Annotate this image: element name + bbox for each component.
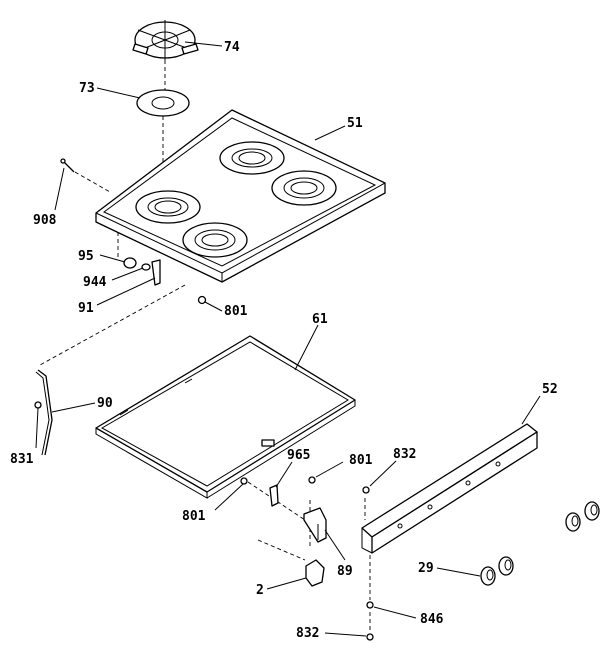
- part-label-831: 831: [10, 452, 34, 467]
- bracket-hardware: [240, 476, 374, 641]
- igniter-part: [305, 559, 325, 587]
- rod: [34, 369, 53, 456]
- part-label-944: 944: [83, 275, 107, 290]
- part-label-832-bottom: 832: [296, 626, 319, 641]
- screw-908: [60, 158, 75, 173]
- burner-grate: [132, 20, 199, 60]
- part-label-95: 95: [78, 249, 94, 264]
- part-label-908: 908: [33, 213, 57, 228]
- part-label-832-top: 832: [393, 447, 416, 462]
- part-label-74: 74: [224, 40, 240, 55]
- knob: [584, 501, 600, 521]
- small-hardware: [123, 257, 207, 305]
- part-label-52: 52: [542, 382, 558, 397]
- part-labels: 74 73 51 908 95 944 91 801 61 90 831 52 …: [10, 40, 558, 641]
- front-panel: [361, 423, 538, 554]
- part-label-51: 51: [347, 116, 363, 131]
- bracket-89: [303, 507, 327, 543]
- part-label-965: 965: [287, 448, 310, 463]
- part-label-61: 61: [312, 312, 328, 327]
- knob: [480, 566, 496, 586]
- leader-lines: [35, 41, 541, 637]
- part-label-73: 73: [79, 81, 95, 96]
- control-knobs: [480, 501, 600, 586]
- cooktop: [95, 109, 386, 283]
- part-label-29: 29: [418, 561, 434, 576]
- part-label-801-right: 801: [349, 453, 373, 468]
- bottom-panel: [95, 335, 356, 499]
- part-label-89: 89: [337, 564, 353, 579]
- part-label-846: 846: [420, 612, 444, 627]
- part-label-801-top: 801: [224, 304, 248, 319]
- part-label-801-left: 801: [182, 509, 206, 524]
- knob: [498, 556, 514, 576]
- burner-bowl: [136, 89, 190, 117]
- part-label-90: 90: [97, 396, 113, 411]
- part-label-91: 91: [78, 301, 94, 316]
- knob: [565, 512, 581, 532]
- part-label-2: 2: [256, 583, 264, 598]
